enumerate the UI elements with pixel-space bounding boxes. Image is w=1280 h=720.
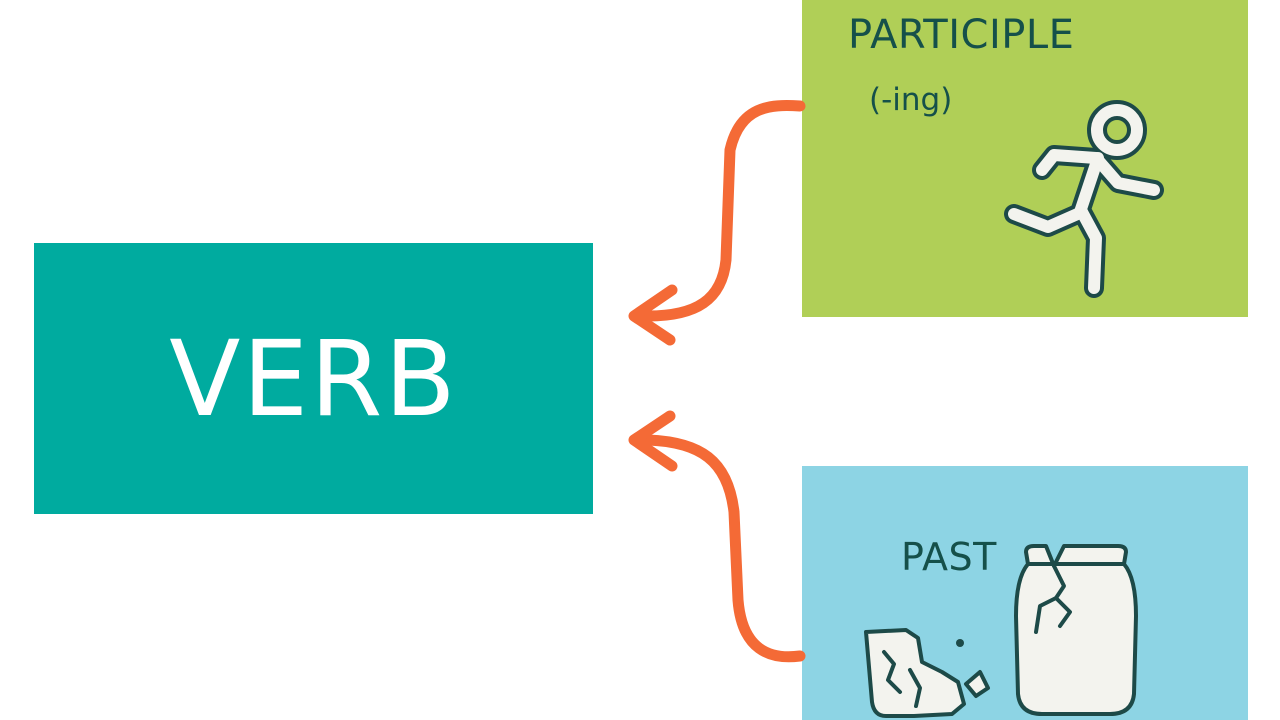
past-title: PAST xyxy=(901,535,997,579)
participle-subtitle: (-ing) xyxy=(869,82,953,118)
verb-box: VERB xyxy=(34,243,593,514)
arrow-past-to-verb xyxy=(628,410,806,663)
past-box: PAST xyxy=(802,466,1248,720)
broken-vase-icon xyxy=(864,544,1138,718)
participle-title: PARTICIPLE xyxy=(848,12,1075,58)
arrow-participle-to-verb xyxy=(628,100,806,346)
verb-label: VERB xyxy=(169,317,458,440)
participle-box: PARTICIPLE (-ing) xyxy=(802,0,1248,317)
running-person-icon xyxy=(1004,100,1164,298)
